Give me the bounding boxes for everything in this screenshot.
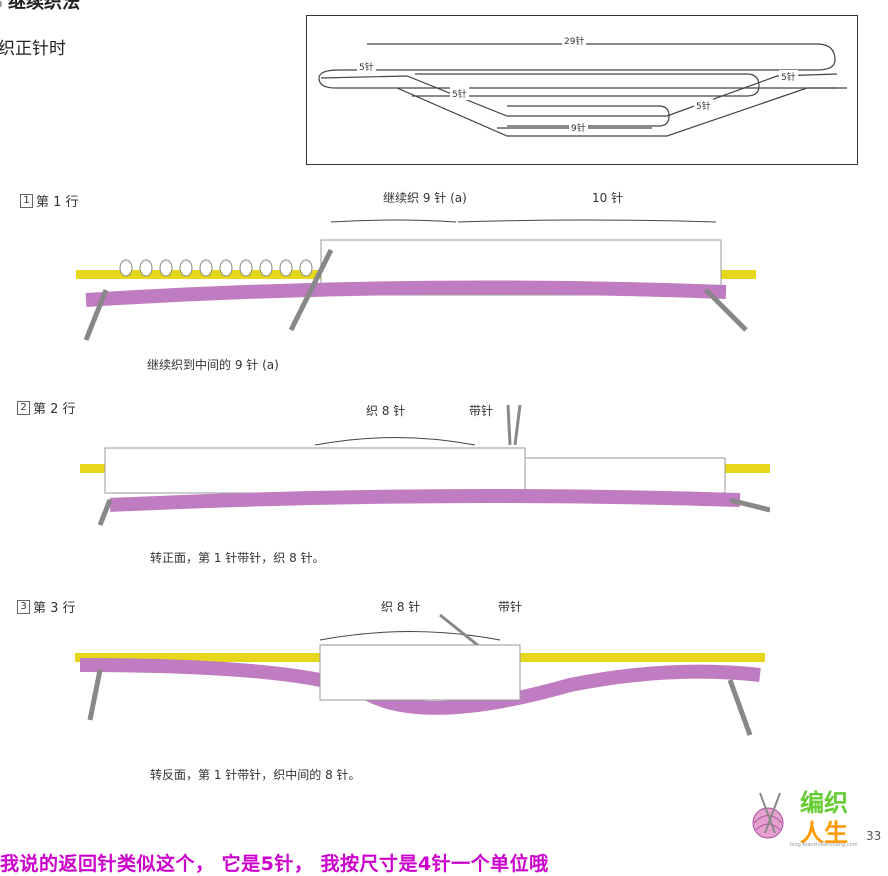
site-logo: 编织 人生	[740, 783, 860, 853]
section-title: 继续织法	[0, 0, 80, 14]
short-row-diagram: 29针 5针 5针 5针 5针 9针	[306, 15, 858, 165]
label-9-stitches: 9针	[569, 121, 588, 134]
row-1-note-b: 10 针	[592, 191, 624, 205]
row-1-caption: 继续织到中间的 9 针 (a)	[147, 358, 279, 372]
section-subtitle: 织正针时	[0, 39, 66, 59]
row-3-knitting-illustration	[75, 613, 765, 736]
row-1-number: 1	[20, 193, 33, 208]
row-2-caption: 转正面，第 1 针带针，织 8 针。	[150, 551, 325, 565]
page-number: 33	[866, 829, 882, 843]
yarn-ball-icon	[752, 792, 784, 839]
bullet-icon	[0, 0, 2, 8]
logo-text-line1: 编织	[800, 789, 848, 817]
watermark: blog.BianzhiRensheng.com	[790, 842, 858, 848]
row-3-caption: 转反面，第 1 针带针，织中间的 8 针。	[150, 768, 361, 782]
label-29-stitches: 29针	[562, 34, 587, 47]
label-5-mid: 5针	[450, 87, 469, 100]
row-2-number: 2	[17, 400, 30, 415]
row-2-note-a: 织 8 针	[366, 404, 406, 418]
label-5-right-2: 5针	[694, 99, 713, 112]
row-3-note-a: 织 8 针	[381, 600, 421, 614]
row-2-knitting-illustration	[80, 404, 770, 526]
overlay-comment: 我说的返回针类似这个， 它是5针， 我按尺寸是4针一个单位哦	[0, 853, 549, 875]
row-1-knitting-illustration	[76, 219, 756, 341]
label-5-left: 5针	[357, 60, 376, 73]
row-2-note-b: 带针	[469, 404, 494, 418]
row-3-number: 3	[17, 599, 30, 614]
row-1-note-a: 继续织 9 针 (a)	[383, 191, 467, 205]
logo-text-line2: 人生	[800, 819, 848, 847]
label-5-right-1: 5针	[779, 70, 798, 83]
row-3-note-b: 带针	[498, 600, 523, 614]
